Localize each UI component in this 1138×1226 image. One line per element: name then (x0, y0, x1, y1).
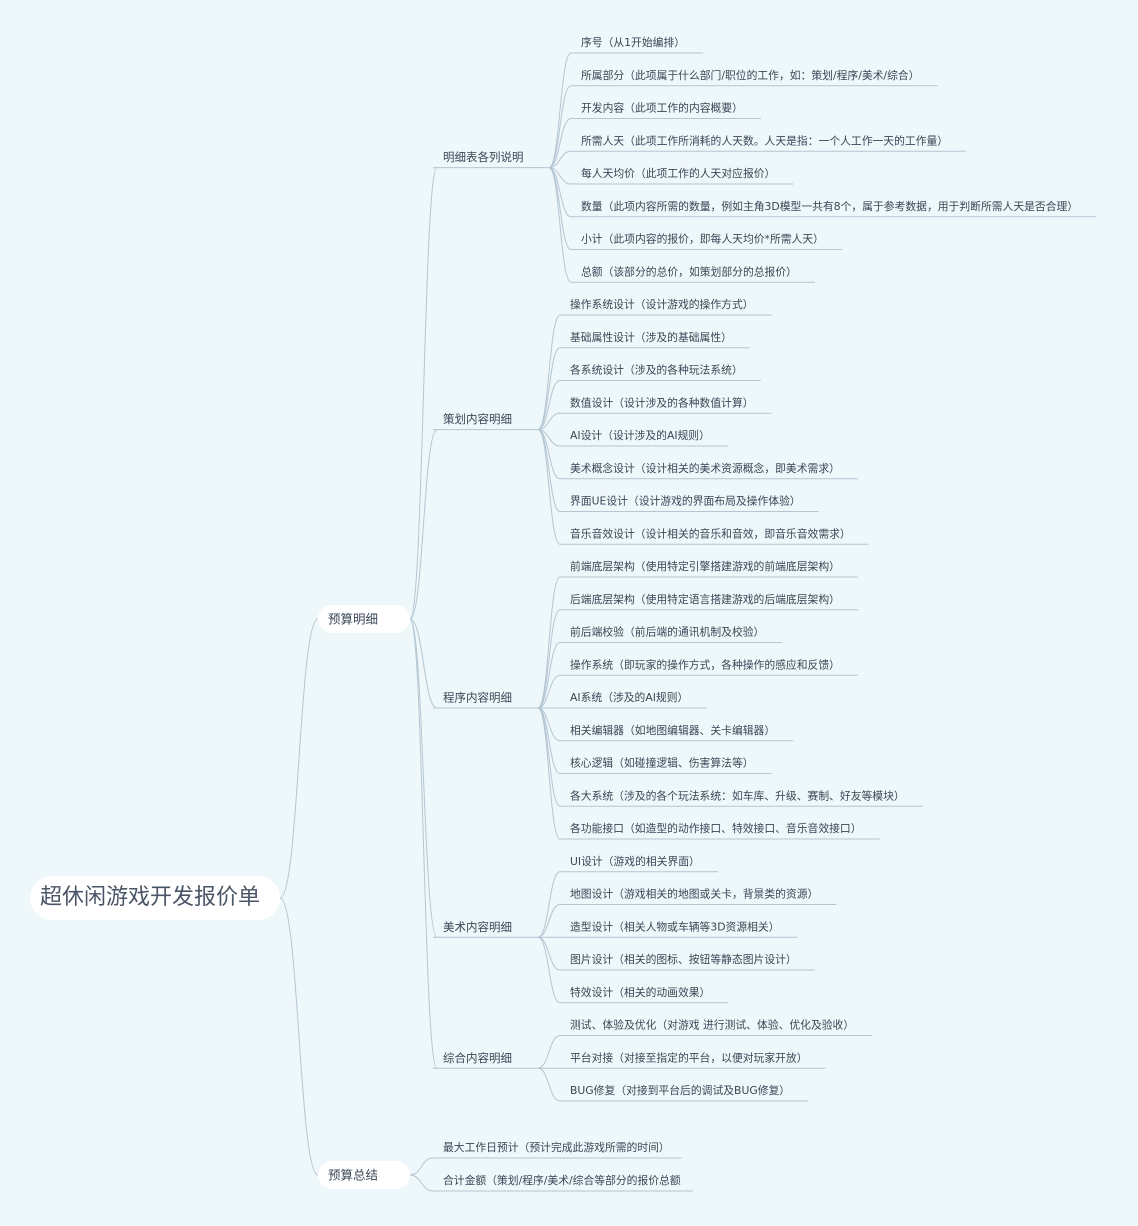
category-node: 美术内容明细 (443, 920, 512, 934)
category-node: 明细表各列说明 (443, 150, 524, 164)
leaf-item: AI设计（设计涉及的AI规则） (570, 428, 710, 442)
leaf-item: 前后端校验（前后端的通讯机制及校验） (570, 625, 764, 639)
category-node: 综合内容明细 (443, 1051, 512, 1065)
leaf-item: 操作系统（即玩家的操作方式，各种操作的感应和反馈） (570, 657, 840, 671)
leaf-item: 数值设计（设计涉及的各种数值计算） (570, 395, 754, 409)
category-node: 程序内容明细 (443, 691, 512, 705)
leaf-item: 音乐音效设计（设计相关的音乐和音效，即音乐音效需求） (570, 526, 851, 540)
leaf-item: AI系统（涉及的AI规则） (570, 690, 688, 704)
leaf-item: 每人天均价（此项工作的人天对应报价） (581, 166, 775, 180)
leaf-item: 地图设计（游戏相关的地图或关卡，背景类的资源） (570, 887, 818, 901)
leaf-item: 图片设计（相关的图标、按钮等静态图片设计） (570, 952, 797, 966)
leaf-item: 相关编辑器（如地图编辑器、关卡编辑器） (570, 723, 775, 737)
leaf-item: BUG修复（对接到平台后的调试及BUG修复） (570, 1083, 790, 1097)
branch-node-summary-pill (318, 1161, 410, 1189)
branch-node-budget: 预算明细 (328, 612, 378, 627)
leaf-item: 小计（此项内容的报价，即每人天均价*所需人天） (581, 232, 824, 246)
summary-item: 合计金额（策划/程序/美术/综合等部分的报价总额 (443, 1173, 681, 1187)
leaf-item: 操作系统设计（设计游戏的操作方式） (570, 297, 754, 311)
leaf-item: 所属部分（此项属于什么部门/职位的工作，如：策划/程序/美术/综合） (581, 68, 919, 82)
leaf-item: 平台对接（对接至指定的平台，以便对玩家开放） (570, 1050, 808, 1064)
leaf-item: 总额（该部分的总价，如策划部分的总报价） (581, 264, 797, 278)
leaf-item: 各大系统（涉及的各个玩法系统：如车库、升级、赛制、好友等模块） (570, 788, 905, 802)
leaf-item: 各功能接口（如造型的动作接口、特效接口、音乐音效接口） (570, 821, 862, 835)
root-title: 超休闲游戏开发报价单 (40, 885, 260, 910)
leaf-item: 各系统设计（涉及的各种玩法系统） (570, 363, 743, 377)
leaf-item: 特效设计（相关的动画效果） (570, 985, 710, 999)
leaf-item: 序号（从1开始编排） (581, 35, 685, 49)
summary-item: 最大工作日预计（预计完成此游戏所需的时间） (443, 1140, 670, 1154)
leaf-item: 美术概念设计（设计相关的美术资源概念，即美术需求） (570, 461, 840, 475)
root-pill (30, 876, 280, 920)
branch-node-summary: 预算总结 (328, 1168, 378, 1183)
leaf-item: 数量（此项内容所需的数量，例如主角3D模型一共有8个，属于参考数据，用于判断所需… (581, 199, 1078, 213)
branch-node-budget-pill (318, 605, 410, 633)
leaf-item: 所需人天（此项工作所消耗的人天数。人天是指：一个人工作一天的工作量） (581, 133, 948, 147)
category-node: 策划内容明细 (443, 412, 512, 426)
leaf-item: 界面UE设计（设计游戏的界面布局及操作体验） (570, 494, 801, 508)
leaf-item: 造型设计（相关人物或车辆等3D资源相关） (570, 919, 780, 933)
leaf-item: 测试、体验及优化（对游戏 进行测试、体验、优化及验收） (570, 1018, 854, 1032)
leaf-item: 基础属性设计（涉及的基础属性） (570, 330, 732, 344)
leaf-item: 前端底层架构（使用特定引擎搭建游戏的前端底层架构） (570, 559, 840, 573)
leaf-item: 后端底层架构（使用特定语言搭建游戏的后端底层架构） (570, 592, 840, 606)
leaf-item: 开发内容（此项工作的内容概要） (581, 101, 743, 115)
leaf-item: 核心逻辑（如碰撞逻辑、伤害算法等） (570, 756, 754, 770)
leaf-item: UI设计（游戏的相关界面） (570, 854, 700, 868)
